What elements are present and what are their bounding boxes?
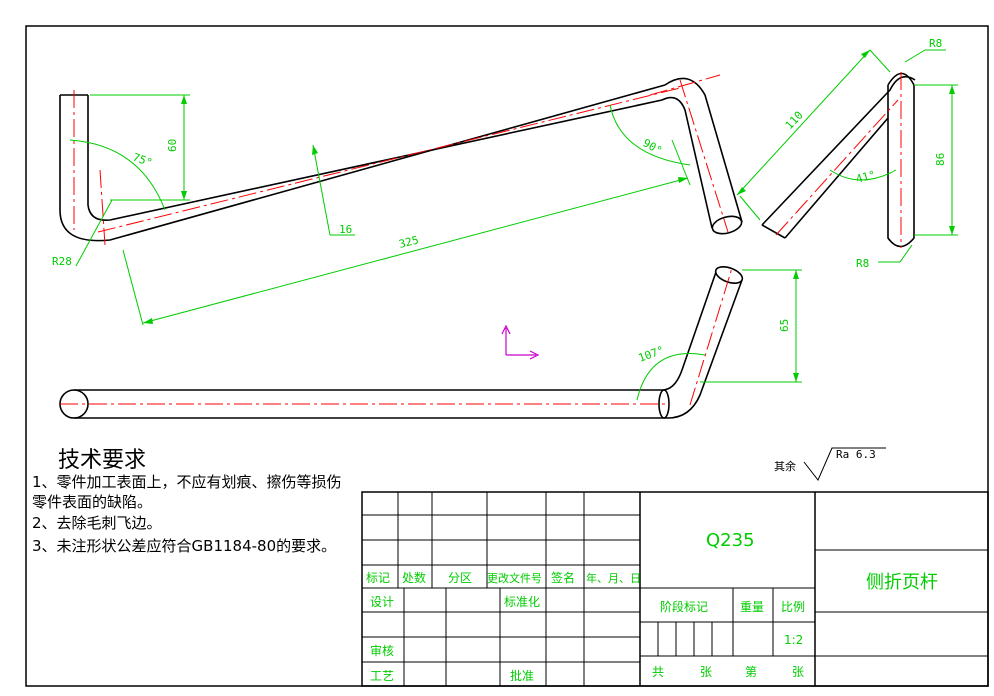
label-design: 设计: [370, 595, 394, 609]
rod-view-3: [59, 266, 744, 419]
label-process: 工艺: [370, 669, 394, 683]
dim-length-325: 325: [398, 233, 420, 250]
dim-height-86: 86: [934, 153, 947, 166]
dim-angle-75: 75°: [131, 151, 154, 170]
label-review: 审核: [370, 643, 394, 658]
dim-height-65: 65: [778, 319, 791, 332]
sheet-border: [25, 25, 989, 687]
rev-header-count: 处数: [402, 570, 426, 585]
roughness-rest-label: 其余: [774, 459, 796, 473]
rev-header-date: 年、月、日: [586, 571, 641, 585]
dim-angle-90: 90°: [641, 136, 665, 157]
rod-view-2: [761, 72, 916, 248]
dim-length-110: 110: [783, 109, 806, 132]
requirements-line-4: 3、未注形状公差应符合GB1184-80的要求。: [32, 537, 336, 555]
dim-angle-107: 107°: [637, 344, 666, 365]
requirements-line-3: 2、去除毛刺飞边。: [32, 514, 162, 532]
label-sheet-2: 张: [792, 665, 804, 679]
rev-header-sign: 签名: [551, 570, 575, 585]
dim-r28: R28: [52, 255, 72, 268]
requirements-line-1: 1、零件加工表面上，不应有划痕、擦伤等损伤: [32, 473, 342, 491]
roughness-value: Ra 6.3: [836, 448, 876, 461]
rev-header-mark: 标记: [366, 571, 390, 585]
requirements-title: 技术要求: [58, 448, 146, 473]
label-page: 第: [745, 665, 757, 679]
dim-r8-bottom: R8: [856, 257, 869, 270]
rod-centerline-2: [775, 72, 902, 248]
label-total: 共: [652, 665, 664, 679]
label-weight: 重量: [740, 600, 764, 614]
label-standardize: 标准化: [504, 595, 540, 609]
rev-header-zone: 分区: [448, 571, 472, 585]
rev-header-docno: 更改文件号: [487, 571, 542, 585]
requirements-line-2: 零件表面的缺陷。: [32, 493, 152, 511]
label-sheets: 张: [700, 665, 712, 679]
label-scale: 比例: [781, 600, 805, 614]
label-approve: 批准: [510, 668, 534, 683]
rod-view-1: [59, 77, 743, 242]
dim-width-16: 16: [339, 223, 352, 236]
dim-r8-top: R8: [929, 37, 942, 50]
dimension-lines: [69, 49, 958, 401]
dimension-arrows: [143, 50, 955, 382]
scale-value: 1:2: [784, 633, 803, 647]
dim-angle-41: 41°: [854, 168, 877, 186]
label-stage-mark: 阶段标记: [660, 599, 708, 614]
dim-height-60: 60: [166, 139, 179, 152]
rod-centerline-3: [60, 267, 733, 406]
rod-centerline-1: [73, 74, 729, 246]
ucs-icon: [501, 324, 540, 360]
material-label: Q235: [706, 530, 755, 551]
roughness-symbol: [803, 447, 886, 481]
title-block-grid: [361, 491, 989, 687]
part-name: 侧折页杆: [866, 572, 938, 593]
